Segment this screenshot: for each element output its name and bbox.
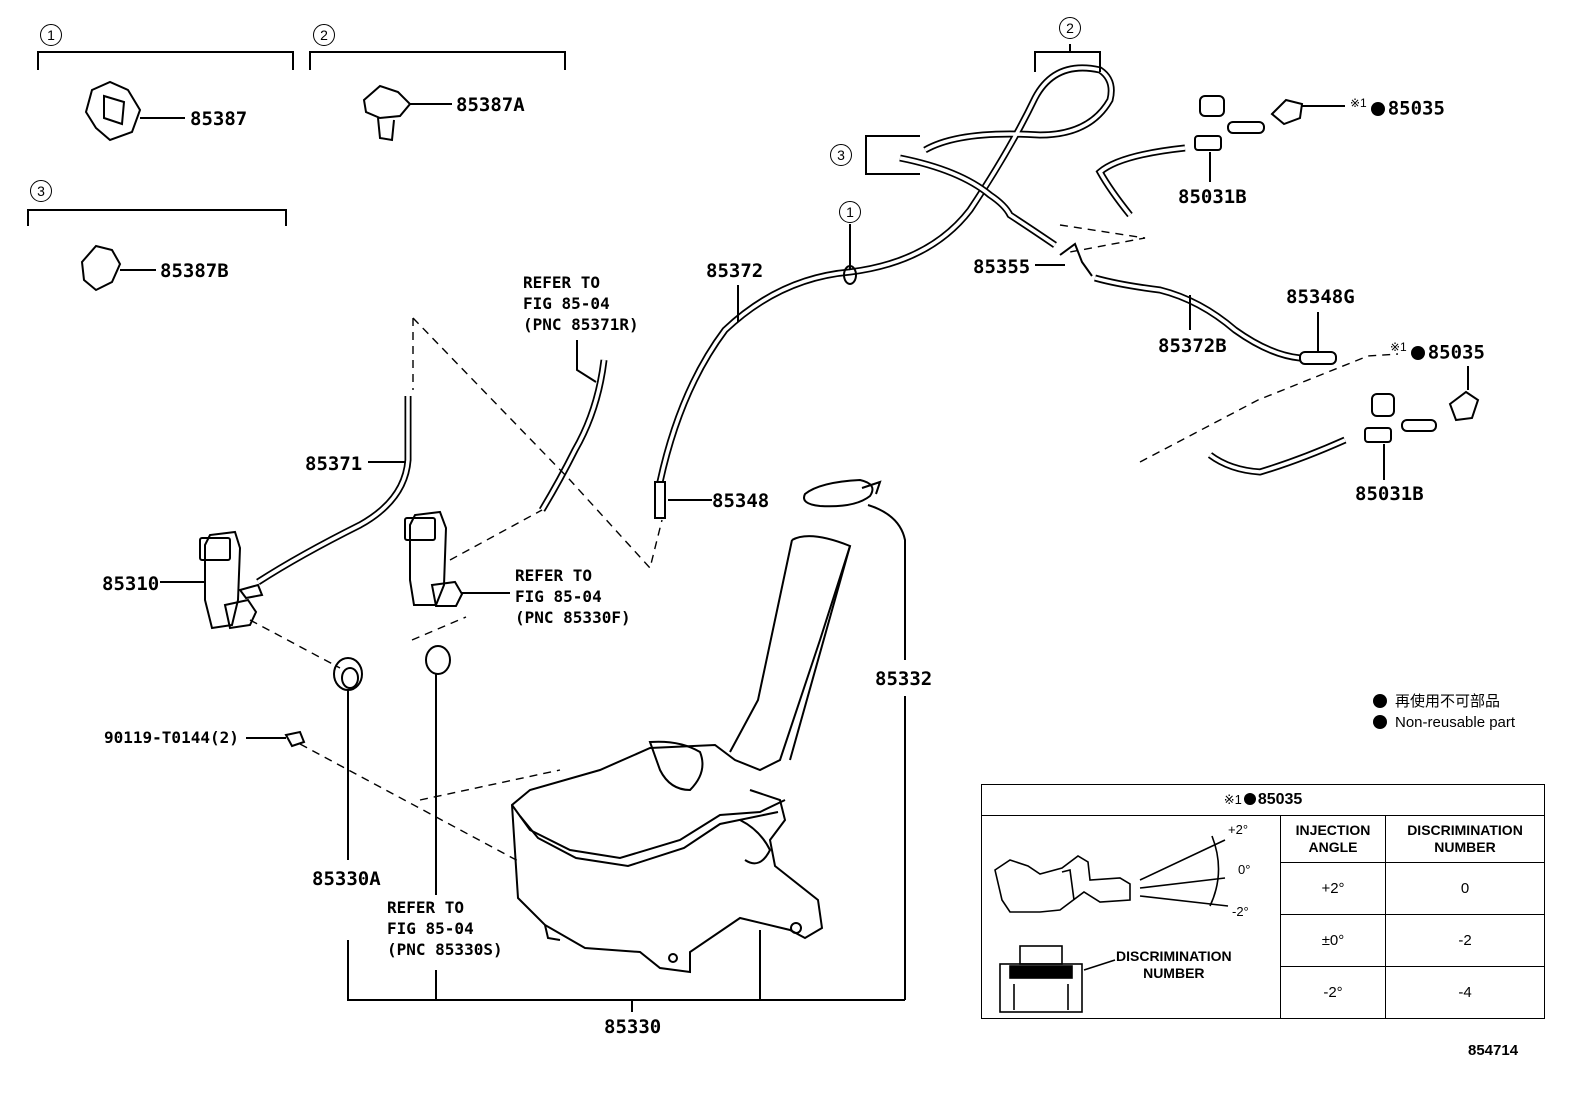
nozzle-sleeve-top [1199, 95, 1225, 117]
note-mark: ※1 [1390, 340, 1407, 354]
hose-85371 [256, 396, 412, 585]
legend-jp-text: 再使用不可部品 [1395, 693, 1501, 710]
tank-85330 [510, 535, 852, 974]
non-reusable-dot-icon [1373, 694, 1387, 708]
table-title-part: 85035 [1257, 791, 1303, 808]
clamp-85387-icon [84, 80, 185, 142]
label-85348G: 85348G [1286, 286, 1355, 308]
group-bracket-1 [37, 51, 294, 70]
callout-clamp-1: 1 [839, 201, 861, 223]
label-85310: 85310 [102, 573, 160, 595]
table-row-number: -4 [1385, 966, 1545, 1019]
label-85387A: 85387A [456, 94, 525, 116]
injection-angle-table: ※1 85035 INJECTION ANGLE DISCRIMINATION N… [981, 784, 1545, 1019]
table-title: ※1 85035 [981, 784, 1545, 816]
non-reusable-dot-icon [1373, 715, 1387, 729]
cap-85332 [803, 478, 874, 508]
non-reusable-dot-icon [1370, 102, 1385, 117]
legend-non-reusable-en: Non-reusable part [1373, 714, 1515, 731]
note-mark: ※1 [1223, 792, 1242, 807]
bolt-90119 [284, 730, 306, 748]
label-85332: 85332 [875, 668, 933, 690]
callout-clamp-2: 2 [1059, 17, 1081, 39]
label-85031B-top: 85031B [1178, 186, 1247, 208]
label-85355: 85355 [973, 256, 1031, 278]
note-mark: ※1 [1350, 96, 1367, 110]
legend-non-reusable-jp: 再使用不可部品 [1373, 690, 1500, 711]
pump-85310 [199, 530, 264, 630]
reference-85330S: REFER TO FIG 85-04 (PNC 85330S) [387, 898, 503, 959]
check-valve-bottom [1364, 427, 1392, 443]
header-injection-angle: INJECTION ANGLE [1280, 815, 1386, 863]
reference-85371R: REFER TO FIG 85-04 (PNC 85371R) [523, 273, 639, 334]
angle-label-plus: +2° [1228, 822, 1249, 837]
label-85387: 85387 [190, 108, 248, 130]
grommet-85330S [425, 645, 451, 675]
joint-85348G [1299, 351, 1337, 365]
pump-85330F [404, 510, 464, 607]
label-85371: 85371 [305, 453, 363, 475]
label-90119: 90119-T0144(2) [104, 728, 239, 747]
joint-85355 [1059, 242, 1093, 277]
discrimination-number-callout: DISCRIMINATION NUMBER [1116, 948, 1232, 981]
nozzle-85035-top [1270, 98, 1304, 126]
figure-code: 854714 [1468, 1042, 1519, 1059]
non-reusable-dot-icon [1410, 346, 1425, 361]
label-85330: 85330 [604, 1016, 662, 1038]
table-illustration-cell [981, 815, 1281, 1019]
table-row-angle: -2° [1280, 966, 1386, 1019]
callout-clamp-3: 3 [830, 144, 852, 166]
header-discrimination-number: DISCRIMINATION NUMBER [1385, 815, 1545, 863]
label-85035-bottom-text: 85035 [1427, 341, 1485, 364]
label-85330A: 85330A [312, 868, 381, 890]
label-85035-bottom: ※1 85035 [1390, 340, 1485, 363]
label-85387B: 85387B [160, 260, 229, 282]
nozzle-sleeve-bottom [1371, 393, 1395, 417]
label-85348: 85348 [712, 490, 770, 512]
hose-85371R [538, 359, 608, 512]
group-bracket-3 [27, 209, 287, 226]
group-index-2: 2 [313, 24, 335, 46]
table-row-number: 0 [1385, 862, 1545, 915]
group-index-1: 1 [40, 24, 62, 46]
clamp-85387A-icon [362, 84, 452, 142]
label-85035-top: ※1 85035 [1350, 96, 1445, 119]
label-85035-top-text: 85035 [1387, 97, 1445, 120]
angle-label-minus: -2° [1232, 904, 1249, 919]
angle-label-zero: 0° [1238, 862, 1251, 877]
label-85372: 85372 [706, 260, 764, 282]
table-row-angle: +2° [1280, 862, 1386, 915]
label-85031B-bottom: 85031B [1355, 483, 1424, 505]
non-reusable-dot-icon [1243, 793, 1256, 805]
nozzle-85035-bottom [1448, 390, 1480, 422]
legend-en-text: Non-reusable part [1395, 714, 1516, 731]
reference-85330F: REFER TO FIG 85-04 (PNC 85330F) [515, 566, 631, 627]
check-valve-top [1194, 135, 1222, 151]
label-85372B: 85372B [1158, 335, 1227, 357]
table-row-number: -2 [1385, 914, 1545, 967]
table-row-angle: ±0° [1280, 914, 1386, 967]
clamp-85387B-icon [80, 244, 156, 292]
group-bracket-2 [309, 51, 566, 70]
group-index-3: 3 [30, 180, 52, 202]
joint-85348 [654, 481, 666, 519]
